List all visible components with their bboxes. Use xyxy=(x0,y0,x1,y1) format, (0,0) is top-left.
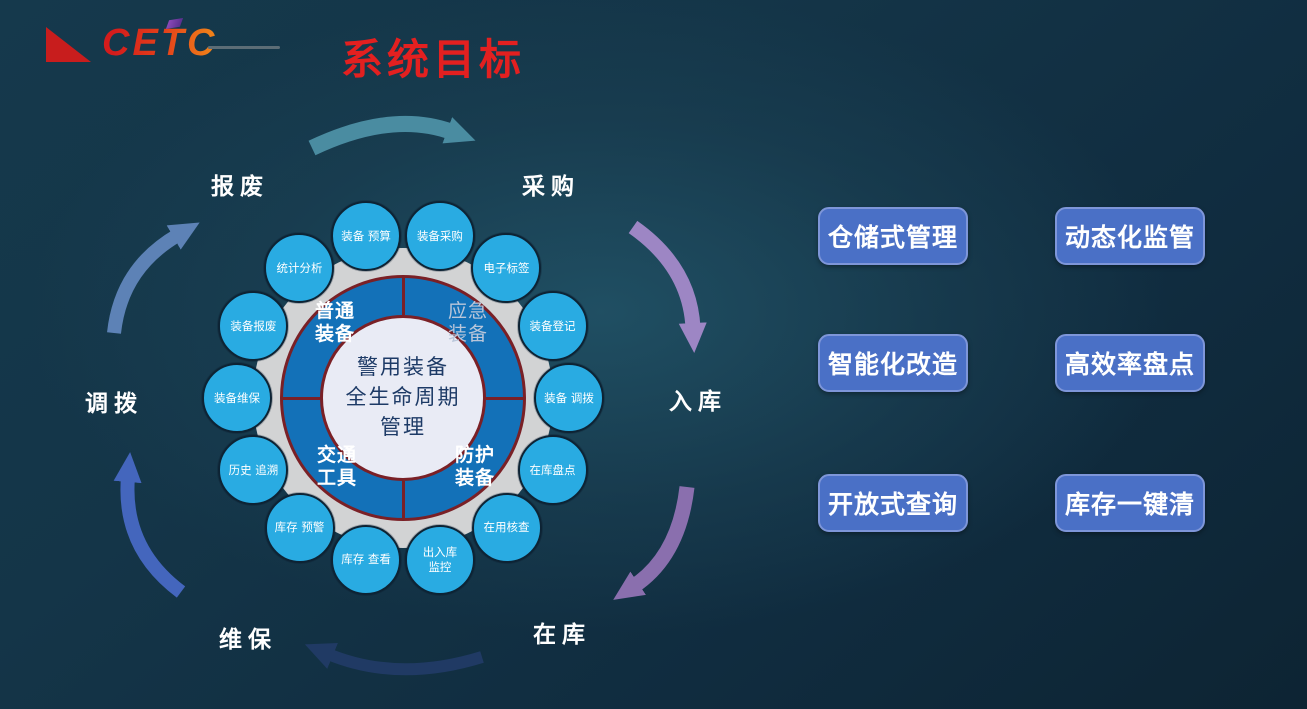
satellite-circle: 在库盘点 xyxy=(517,435,588,506)
stage-label: 调拨 xyxy=(85,390,143,417)
feature-chip: 高效率盘点 xyxy=(1055,334,1205,392)
feature-chip: 智能化改造 xyxy=(818,334,968,392)
satellite-circle: 装备 调拨 xyxy=(534,362,604,433)
feature-chip: 开放式查询 xyxy=(818,474,968,532)
feature-chip: 库存一键清 xyxy=(1055,474,1205,532)
diagram-center-title: 警用装备 全生命周期 管理 xyxy=(346,353,461,442)
stage-label: 在库 xyxy=(533,621,591,648)
header-divider xyxy=(208,46,280,49)
satellite-circle: 装备报废 xyxy=(218,290,289,361)
satellite-circle: 装备维保 xyxy=(202,363,272,433)
satellite-circle: 电子标签 xyxy=(471,233,542,304)
center-line-2: 全生命周期 xyxy=(345,385,461,410)
satellite-circle: 库存 预警 xyxy=(264,492,335,563)
satellite-circle: 装备登记 xyxy=(517,290,588,361)
ring-divider-bottom xyxy=(401,481,405,518)
quadrant-label: 防护 装备 xyxy=(454,445,496,489)
ring-divider-left xyxy=(283,396,320,400)
diagram-center-circle: 警用装备 全生命周期 管理 xyxy=(320,315,486,481)
arrow-maintenance-to-allocation xyxy=(113,452,186,598)
stage-label: 维保 xyxy=(219,626,277,653)
lifecycle-diagram: 警用装备 全生命周期 管理 装备 预算装备采购电子标签装备登记装备 调拨在库盘点… xyxy=(85,115,727,676)
stage-label: 入库 xyxy=(669,388,727,415)
center-line-1: 警用装备 xyxy=(357,355,449,380)
arrow-instock-to-maintenance xyxy=(304,642,484,676)
cetc-triangle-icon xyxy=(46,27,91,62)
cetc-logo: CETC xyxy=(102,22,218,64)
arrow-inbound-to-instock xyxy=(613,486,695,600)
ring-divider-top xyxy=(401,278,405,315)
arrow-procurement-to-inbound xyxy=(628,220,707,353)
quadrant-label: 交通 工具 xyxy=(316,445,358,489)
stage-label: 报废 xyxy=(211,173,269,200)
quadrant-label: 应急 装备 xyxy=(447,301,489,345)
arrow-scrap-to-procurement xyxy=(308,115,476,156)
satellite-circle: 装备 预算 xyxy=(331,201,402,272)
satellite-circle: 历史 追溯 xyxy=(218,435,289,506)
ring-divider-right xyxy=(486,396,523,400)
satellite-circle: 装备采购 xyxy=(404,201,475,272)
quadrant-label: 普通 装备 xyxy=(314,301,356,345)
page-title: 系统目标 xyxy=(341,36,526,83)
satellite-circle: 在用核查 xyxy=(471,492,542,563)
stage-label: 采购 xyxy=(522,173,580,200)
center-line-3: 管理 xyxy=(380,414,426,439)
satellite-circle: 库存 查看 xyxy=(331,524,402,595)
arrow-allocation-to-scrap xyxy=(107,222,200,334)
feature-chip: 仓储式管理 xyxy=(818,207,968,265)
satellite-circle: 统计分析 xyxy=(264,233,335,304)
satellite-circle: 出入库 监控 xyxy=(404,524,475,595)
feature-chip: 动态化监管 xyxy=(1055,207,1205,265)
